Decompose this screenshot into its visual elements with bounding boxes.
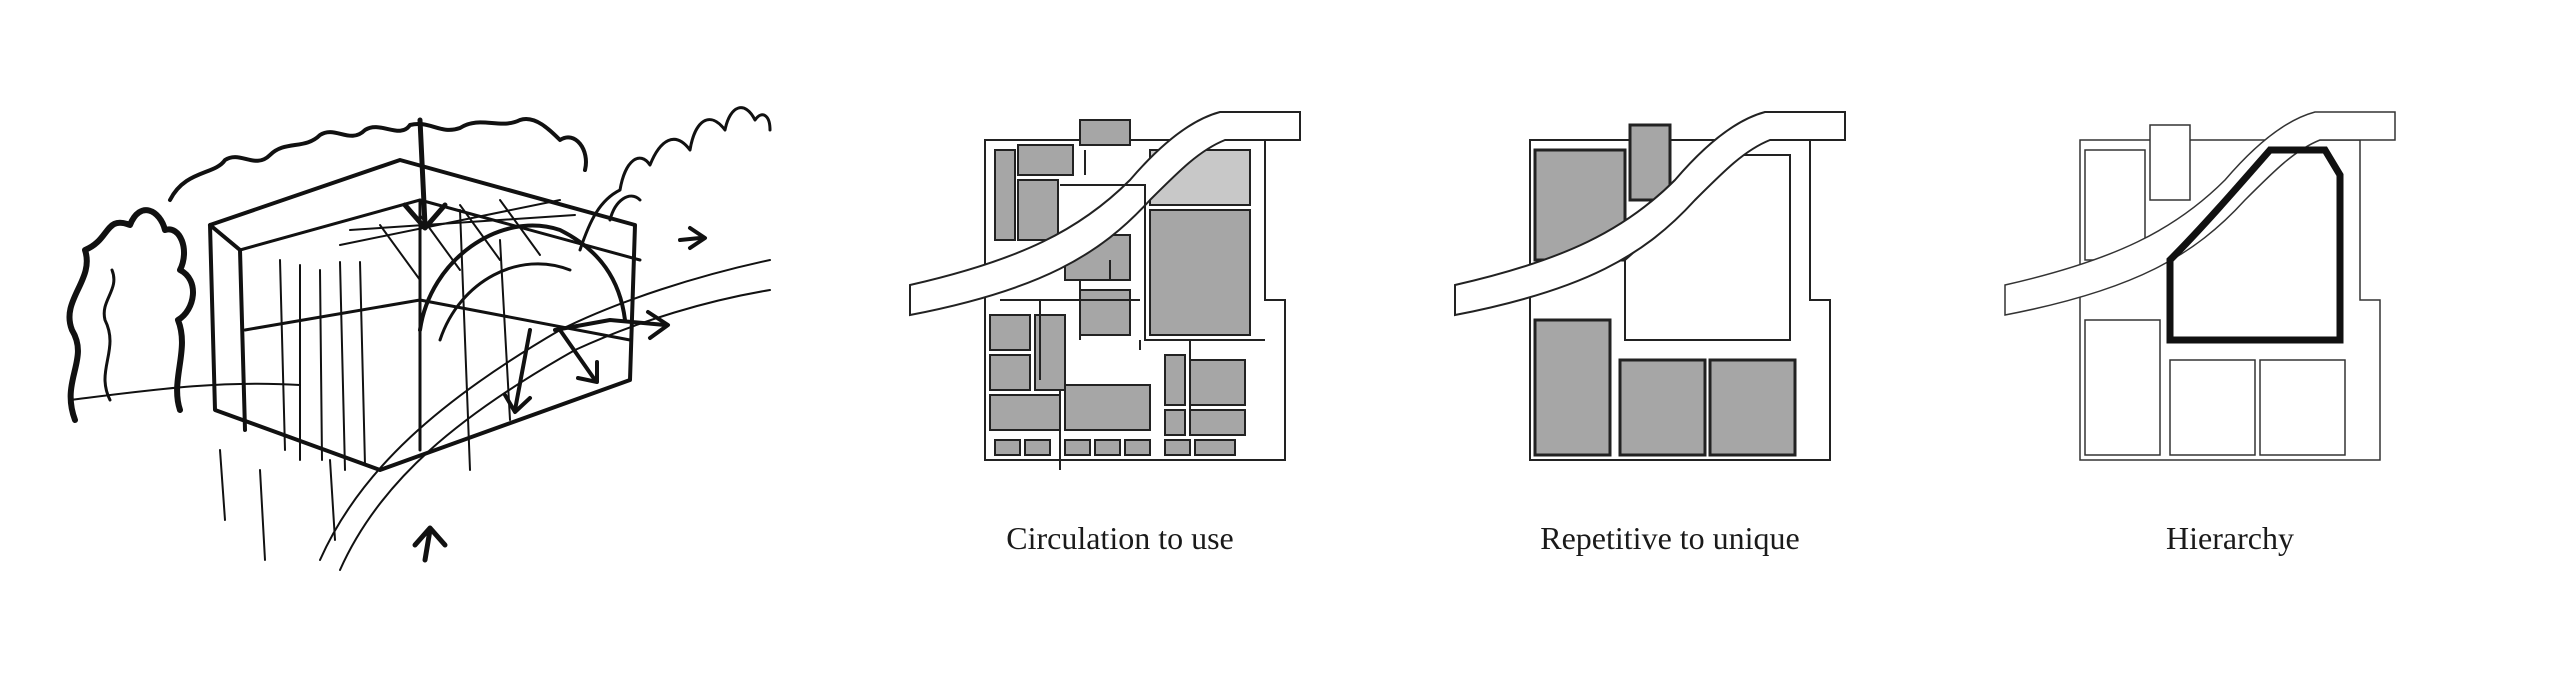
caption-repetitive-to-unique: Repetitive to unique xyxy=(1540,520,1800,556)
caption-hierarchy: Hierarchy xyxy=(2166,520,2294,556)
concept-sketch xyxy=(66,106,772,571)
caption-circulation-to-use: Circulation to use xyxy=(1006,520,1234,556)
